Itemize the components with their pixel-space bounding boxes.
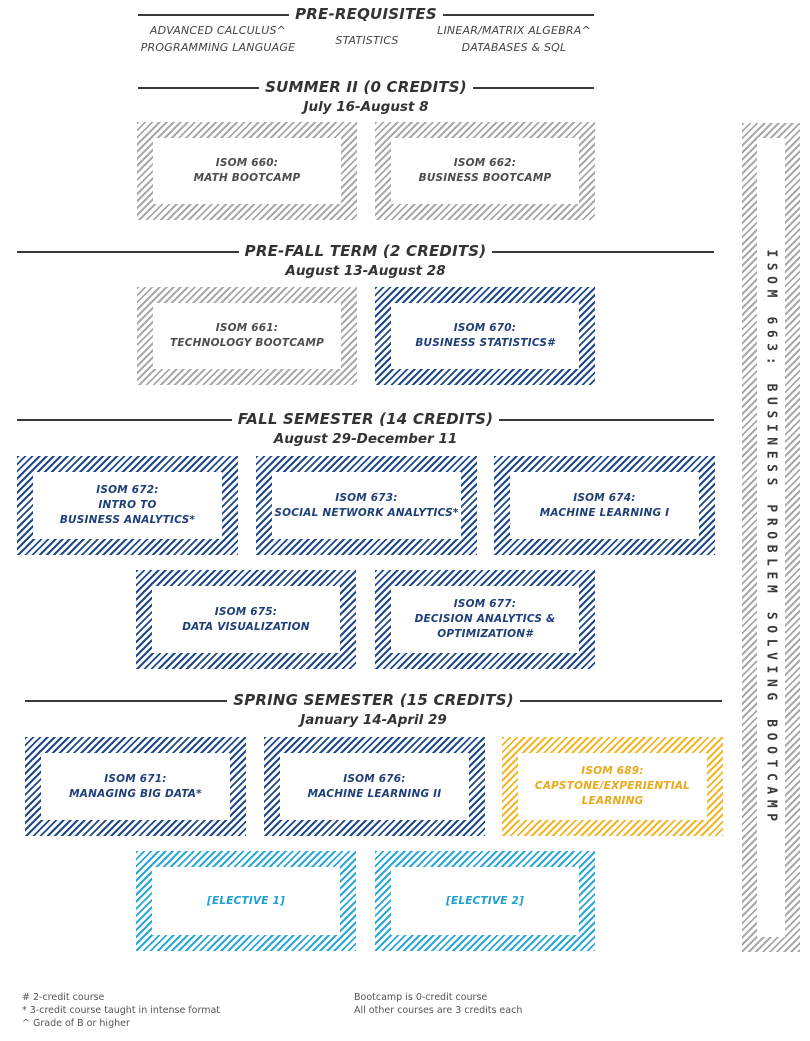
course-label: ISOM 671: MANAGING BIG DATA* [69,772,202,800]
course-isom-689: ISOM 689: CAPSTONE/EXPERIENTIAL LEARNING [502,737,723,836]
summer-title: SUMMER II (0 CREDITS) [259,78,473,96]
summer-dates: July 16-August 8 [303,99,429,115]
course-isom-672: ISOM 672: INTRO TO BUSINESS ANALYTICS* [17,456,238,555]
course-label: [ELECTIVE 1] [206,894,286,907]
course-label: ISOM 672: INTRO TO BUSINESS ANALYTICS* [59,484,196,526]
course-label: ISOM 661: TECHNOLOGY BOOTCAMP [169,322,325,349]
prefall-title: PRE-FALL TERM (2 CREDITS) [238,242,493,260]
course-isom-675: ISOM 675: DATA VISUALIZATION [136,570,356,669]
course-isom-677: ISOM 677: DECISION ANALYTICS & OPTIMIZAT… [375,570,595,669]
bootcamp-bar-label: ISOM 663: BUSINESS PROBLEM SOLVING BOOTC… [763,248,779,827]
footnote-star: * 3-credit course taught in intense form… [22,1005,221,1016]
prereq-linear-algebra: LINEAR/MATRIX ALGEBRA^ [437,24,591,37]
course-isom-661: ISOM 661: TECHNOLOGY BOOTCAMP [137,287,357,385]
course-label: ISOM 673: SOCIAL NETWORK ANALYTICS* [274,491,459,519]
course-isom-674: ISOM 674: MACHINE LEARNING I [494,456,715,555]
footnote-caret: ^ Grade of B or higher [22,1018,130,1029]
spring-dates: January 14-April 29 [300,712,447,728]
fall-heading: FALL SEMESTER (14 CREDITS) [17,410,714,430]
prereq-databases: DATABASES & SQL [461,41,567,54]
footnote-hash: # 2-credit course [22,992,105,1003]
course-label: ISOM 675: DATA VISUALIZATION [182,605,310,633]
course-isom-671: ISOM 671: MANAGING BIG DATA* [25,737,246,836]
course-isom-662: ISOM 662: BUSINESS BOOTCAMP [375,122,595,220]
course-label: ISOM 674: MACHINE LEARNING I [539,491,670,519]
course-label: ISOM 670: BUSINESS STATISTICS# [415,322,555,349]
prerequisites-heading: PRE-REQUISITES [138,5,594,25]
spring-title: SPRING SEMESTER (15 CREDITS) [227,691,520,709]
course-elective-1: [ELECTIVE 1] [136,851,356,951]
prereq-calculus: ADVANCED CALCULUS^ [149,24,287,37]
prerequisites-title: PRE-REQUISITES [289,5,443,23]
prereq-left: ADVANCED CALCULUS^ PROGRAMMING LANGUAGE [138,24,298,54]
course-isom-676: ISOM 676: MACHINE LEARNING II [264,737,485,836]
footnote-bootcamp: Bootcamp is 0-credit course [354,992,488,1003]
fall-title: FALL SEMESTER (14 CREDITS) [231,410,500,428]
prefall-heading: PRE-FALL TERM (2 CREDITS) [17,242,714,262]
spring-heading: SPRING SEMESTER (15 CREDITS) [25,691,722,711]
course-isom-673: ISOM 673: SOCIAL NETWORK ANALYTICS* [256,456,477,555]
course-label: ISOM 660: MATH BOOTCAMP [193,157,301,184]
prereq-statistics: STATISTICS [335,34,399,47]
bootcamp-bar: ISOM 663: BUSINESS PROBLEM SOLVING BOOTC… [742,123,800,952]
fall-dates: August 29-December 11 [273,431,458,447]
footnotes-right: Bootcamp is 0-credit course All other co… [354,991,522,1017]
summer-heading: SUMMER II (0 CREDITS) [138,78,594,98]
course-label: ISOM 677: DECISION ANALYTICS & OPTIMIZAT… [414,598,556,640]
course-isom-660: ISOM 660: MATH BOOTCAMP [137,122,357,220]
prereq-programming: PROGRAMMING LANGUAGE [140,41,296,54]
course-elective-2: [ELECTIVE 2] [375,851,595,951]
course-isom-670: ISOM 670: BUSINESS STATISTICS# [375,287,595,385]
course-label: ISOM 662: BUSINESS BOOTCAMP [418,157,552,184]
footnote-other: All other courses are 3 credits each [354,1005,523,1016]
course-label: ISOM 676: MACHINE LEARNING II [307,772,442,800]
prereq-right: LINEAR/MATRIX ALGEBRA^ DATABASES & SQL [434,24,594,54]
course-label: [ELECTIVE 2] [445,894,525,907]
footnotes-left: # 2-credit course * 3-credit course taug… [22,991,220,1030]
prefall-dates: August 13-August 28 [285,263,446,279]
course-label: ISOM 689: CAPSTONE/EXPERIENTIAL LEARNING [534,765,691,807]
